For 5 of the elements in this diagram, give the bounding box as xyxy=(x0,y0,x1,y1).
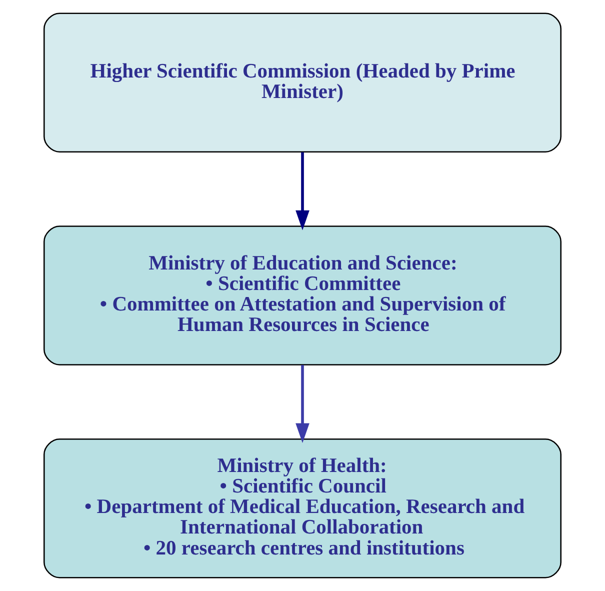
node-box: Ministry of Health: • Scientific Council • Department of Medical Education, Research and International Collaboration • 20 research centres and institutions xyxy=(44,438,562,578)
arrow xyxy=(296,152,310,230)
node-box: Ministry of Education and Science: • Scientific Committee • Committee on Attestation and Supervision of Human Resources in Science xyxy=(44,226,562,366)
arrow xyxy=(296,365,310,444)
node-box: Higher Scientific Commission (Headed by Prime Minister) xyxy=(44,12,562,153)
